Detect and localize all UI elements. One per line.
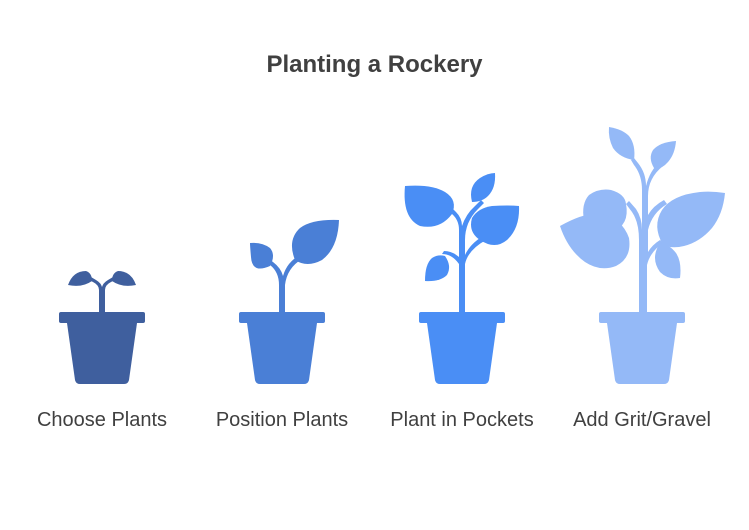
sprout-pot-icon — [239, 219, 339, 384]
step-label-plant-in-pockets: Plant in Pockets — [390, 409, 533, 431]
step-position-plants: Position Plants — [216, 219, 348, 431]
page-title: Planting a Rockery — [266, 51, 483, 78]
step-label-position-plants: Position Plants — [216, 409, 348, 431]
seedling-pot-icon — [59, 271, 145, 384]
step-add-grit-gravel: Add Grit/Gravel — [560, 127, 725, 431]
step-label-choose-plants: Choose Plants — [37, 409, 167, 431]
step-choose-plants: Choose Plants — [37, 271, 167, 431]
step-label-add-grit-gravel: Add Grit/Gravel — [573, 409, 711, 431]
young-plant-pot-icon — [404, 173, 520, 384]
step-plant-in-pockets: Plant in Pockets — [390, 173, 534, 431]
grown-plant-pot-icon — [560, 127, 725, 384]
